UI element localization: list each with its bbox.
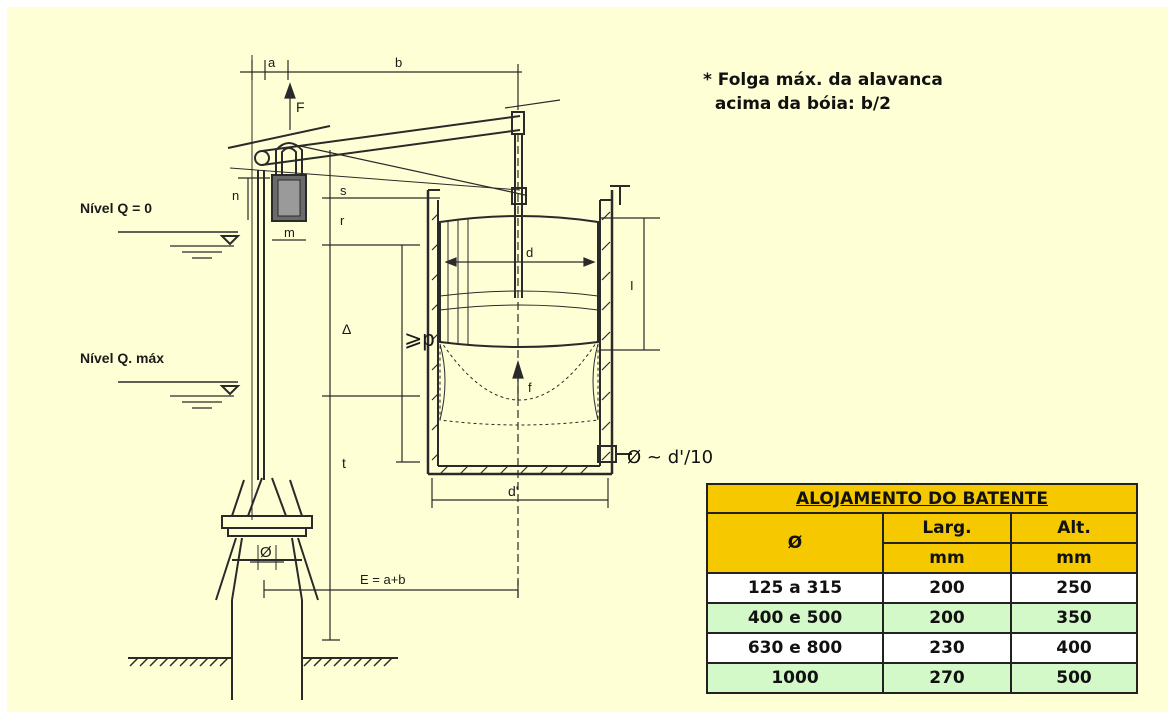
label-b: b bbox=[395, 55, 402, 70]
pivot-point bbox=[254, 150, 270, 166]
label-nivel-max: Nível Q. máx bbox=[80, 350, 164, 366]
table-row: 1000 270 500 bbox=[706, 662, 1138, 694]
table-row: 125 a 315 200 250 bbox=[706, 572, 1138, 604]
cell-diameter: 630 e 800 bbox=[706, 632, 884, 664]
label-p: ⩾p bbox=[404, 326, 435, 351]
valve-flange bbox=[221, 477, 313, 570]
water-level-zero bbox=[118, 231, 241, 259]
label-t: t bbox=[342, 455, 346, 471]
label-a: a bbox=[268, 55, 276, 70]
cell-width: 270 bbox=[882, 662, 1012, 694]
label-F: F bbox=[296, 99, 305, 115]
ground-line bbox=[128, 657, 398, 667]
col-header-height: Alt. bbox=[1010, 512, 1138, 544]
table-row: 400 e 500 200 350 bbox=[706, 602, 1138, 634]
cell-height: 250 bbox=[1010, 572, 1138, 604]
note-lever-clearance: * Folga máx. da alavanca acima da bóia: … bbox=[703, 70, 943, 114]
label-I: I bbox=[630, 278, 634, 293]
label-s: s bbox=[340, 183, 347, 198]
table-title: ALOJAMENTO DO BATENTE bbox=[706, 483, 1138, 514]
counterweight bbox=[271, 142, 307, 222]
float-drum bbox=[439, 215, 599, 426]
col-header-width: Larg. bbox=[882, 512, 1012, 544]
label-m: m bbox=[284, 225, 295, 240]
label-d: d bbox=[526, 245, 533, 260]
valve-rod bbox=[251, 55, 265, 520]
label-diameter: Ø bbox=[260, 544, 272, 561]
label-E: E = a+b bbox=[360, 572, 406, 587]
table-row: 630 e 800 230 400 bbox=[706, 632, 1138, 664]
label-r: r bbox=[340, 213, 345, 228]
label-nivel-zero: Nível Q = 0 bbox=[80, 200, 152, 216]
cell-width: 230 bbox=[882, 632, 1012, 664]
col-unit-height: mm bbox=[1010, 542, 1138, 574]
label-n: n bbox=[232, 188, 239, 203]
cell-width: 200 bbox=[882, 572, 1012, 604]
stop-housing-table: ALOJAMENTO DO BATENTE Ø Larg. Alt. mm mm… bbox=[706, 483, 1138, 694]
cell-height: 500 bbox=[1010, 662, 1138, 694]
cell-diameter: 400 e 500 bbox=[706, 602, 884, 634]
lever-arm bbox=[227, 99, 561, 196]
float-chamber bbox=[426, 185, 632, 476]
label-delta: Δ bbox=[342, 321, 351, 337]
label-d-prime: d' bbox=[508, 483, 518, 499]
dimension-lines bbox=[238, 60, 660, 641]
note-drain-diameter: Ø ~ d'/10 bbox=[627, 447, 714, 468]
cell-width: 200 bbox=[882, 602, 1012, 634]
water-level-max bbox=[118, 381, 241, 409]
col-unit-width: mm bbox=[882, 542, 1012, 574]
cell-height: 350 bbox=[1010, 602, 1138, 634]
label-f: f bbox=[528, 380, 532, 395]
cell-diameter: 1000 bbox=[706, 662, 884, 694]
cell-height: 400 bbox=[1010, 632, 1138, 664]
cell-diameter: 125 a 315 bbox=[706, 572, 884, 604]
col-header-diameter: Ø bbox=[706, 512, 884, 574]
